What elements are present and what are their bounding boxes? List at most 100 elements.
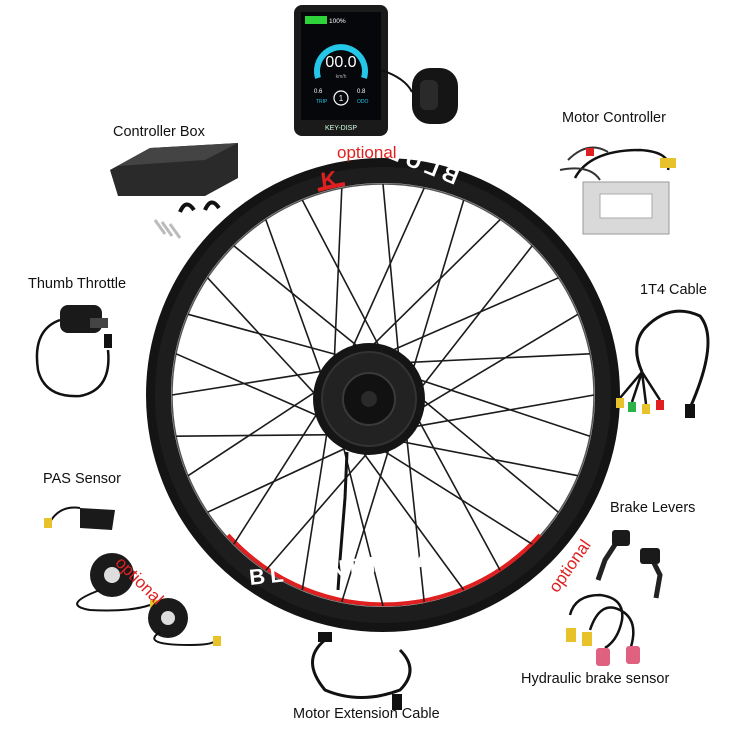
hydraulic-cable-2 [588,606,635,651]
label-thumb-throttle: Thumb Throttle [28,276,127,292]
controller-box-top [110,143,238,170]
main-connector [685,404,695,418]
spoke [399,372,591,437]
extension-connector-2 [392,694,402,710]
split-cables [619,371,662,405]
spoke [406,386,559,513]
connector-red [656,400,664,410]
spoke [301,409,332,591]
spoke [406,199,465,389]
spoke [341,429,396,603]
spoke [176,433,351,437]
spoke [233,393,330,545]
label-brake-levers: Brake Levers [610,500,696,516]
battery-text: 100% [329,18,346,25]
spoke [371,277,559,360]
spoke [187,313,359,362]
trip-value: 0.6 [314,89,323,95]
pas-cable [49,506,81,523]
mounting-screws [153,219,182,239]
spoke [233,245,375,360]
label-1t4-cable: 1T4 Cable [640,282,707,298]
xt60-connector [660,158,676,168]
hydraulic-connector-1 [566,628,576,642]
spoke [356,219,501,362]
extension-cable-loop [311,638,412,699]
speed-gauge [314,44,368,79]
throttle-connector [104,334,112,348]
spoke [301,199,390,365]
pas-sensor-body [80,508,115,530]
pas-cable-1 [76,589,151,612]
hydraulic-brake-sensor-item [566,593,640,666]
hub-axle [361,391,377,407]
pas-disc-2-hub [161,611,175,625]
lcd-display: 100% 00.0 km/h 0.6 TRIP 0.8 ODO 1 KEY-DI… [294,5,458,136]
display-brand: KEY-DISP [325,125,357,132]
battery-bar [305,16,327,24]
controller-label-plate [599,193,653,219]
odo-value: 0.8 [357,89,366,95]
display-cable [380,69,413,93]
throttle-cable [35,318,110,398]
thumb-throttle-item [35,305,112,398]
pas-disc-1-hub [104,567,120,583]
controller-wires-2 [559,146,609,181]
hydraulic-connector-2 [582,632,592,646]
tire-outer [146,158,620,632]
red-connector [586,148,594,156]
brake-levers-item [595,530,663,599]
label-motor-extension-cable: Motor Extension Cable [293,706,440,722]
spoke [187,378,335,477]
cable-1t4-item [616,309,710,418]
speed-value: 00.0 [325,54,356,71]
sensor-pad-2 [626,646,640,664]
rim-red-stripe-bottom [226,533,542,607]
label-controller-box: Controller Box [113,124,205,140]
trip-label: TRIP [316,99,328,105]
motor-controller-item [559,146,676,235]
spoke [382,183,402,375]
pas-cable-2 [153,631,216,647]
spoke [265,219,330,396]
spoke [408,245,533,405]
connector-yellow-2 [642,404,650,414]
mounting-clips [178,200,221,213]
label-hydraulic-brake-sensor: Hydraulic brake sensor [521,671,670,687]
motor-cable [336,451,349,591]
handlebar-button-pad [420,80,438,110]
spoke [348,433,465,591]
spoke [336,423,384,607]
spoke [265,436,382,571]
spoke [379,436,579,477]
assist-ring [333,90,349,106]
sensor-pad-1 [596,648,610,666]
motor-extension-cable-item [311,632,412,710]
label-pas-sensor: PAS Sensor [43,471,121,487]
throttle-lever [90,318,108,328]
spoke [342,187,425,369]
brake-lever-left-clamp [612,530,630,546]
brake-lever-right-clamp [640,548,660,564]
spoke [207,277,332,412]
spoke [403,313,579,420]
pas-connector [44,518,52,528]
assist-level: 1 [339,94,344,103]
main-cable [635,309,710,409]
spoke [387,353,590,365]
connector-green [628,402,636,412]
odo-label: ODO [357,99,369,105]
pas-sensor-item [44,506,221,647]
extension-connector-1 [318,632,332,642]
controller-box-item [110,143,238,239]
spoke [408,401,501,571]
connector-yellow [616,398,624,408]
spoke [403,417,425,602]
hydraulic-cable-1 [568,593,624,650]
spoke [393,394,595,432]
rim [155,167,611,623]
spoke [171,366,345,396]
spoke [175,353,339,426]
